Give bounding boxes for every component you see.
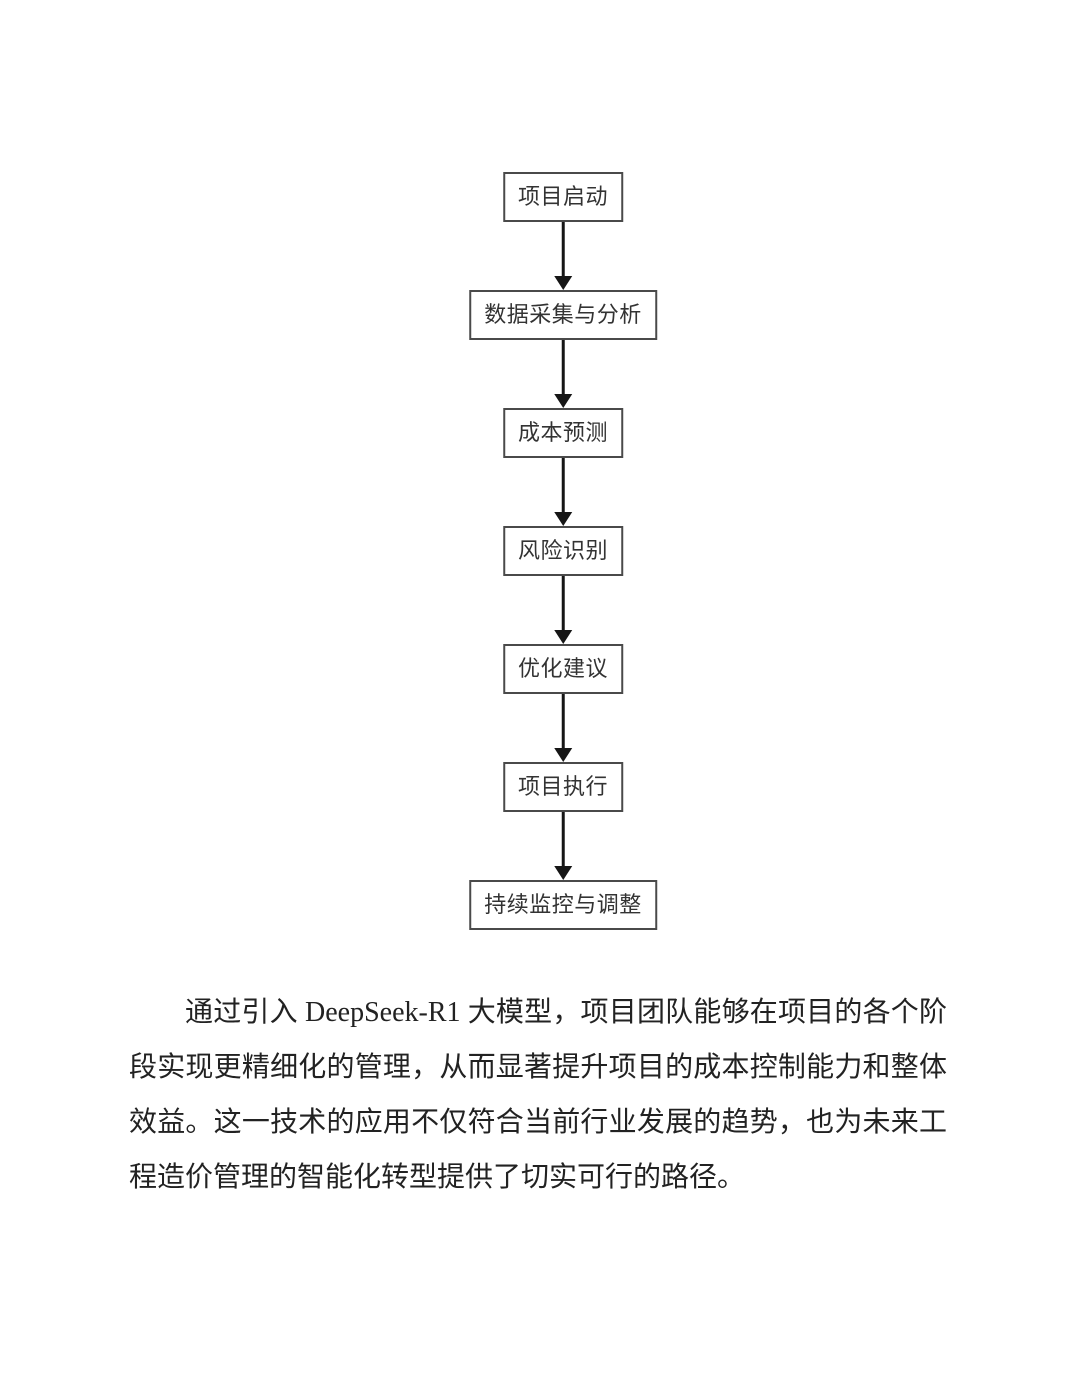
flow-step-label: 数据采集与分析 — [484, 302, 642, 327]
paragraph-line: 段实现更精细化的管理，从而显著提升项目的成本控制能力和整体 — [129, 1052, 947, 1083]
arrow-shaft — [561, 458, 565, 514]
flow-step-label: 持续监控与调整 — [484, 892, 642, 917]
paragraph-line: 程造价管理的智能化转型提供了切实可行的路径。 — [129, 1162, 746, 1193]
arrow-down-icon — [553, 222, 573, 290]
body-paragraph: 通过引入 DeepSeek-R1 大模型，项目团队能够在项目的各个阶 段实现更精… — [129, 985, 947, 1205]
arrow-head — [553, 630, 572, 644]
arrow-head — [553, 748, 572, 762]
arrow-head — [553, 276, 572, 290]
flow-step-data-collection-analysis: 数据采集与分析 — [469, 290, 657, 340]
flow-step-label: 项目启动 — [517, 184, 609, 209]
flow-step-continuous-monitoring-adjustment: 持续监控与调整 — [469, 880, 657, 930]
arrow-shaft — [561, 222, 565, 278]
flow-step-label: 成本预测 — [517, 420, 609, 445]
arrow-down-icon — [553, 458, 573, 526]
arrow-shaft — [561, 694, 565, 750]
arrow-head — [553, 866, 572, 880]
flow-step-label: 优化建议 — [517, 656, 609, 681]
paragraph-line: 效益。这一技术的应用不仅符合当前行业发展的趋势，也为未来工 — [129, 1107, 947, 1138]
flow-step-label: 风险识别 — [517, 538, 609, 563]
arrow-shaft — [561, 576, 565, 632]
flow-step-optimization-suggestions: 优化建议 — [502, 644, 624, 694]
flow-step-project-execution: 项目执行 — [502, 762, 624, 812]
flow-step-project-start: 项目启动 — [502, 172, 624, 222]
arrow-down-icon — [553, 812, 573, 880]
flow-step-risk-identification: 风险识别 — [502, 526, 624, 576]
arrow-down-icon — [553, 694, 573, 762]
paragraph-line: 通过引入 DeepSeek-R1 大模型，项目团队能够在项目的各个阶 — [185, 997, 947, 1028]
flow-step-cost-prediction: 成本预测 — [502, 408, 624, 458]
arrow-shaft — [561, 340, 565, 396]
arrow-down-icon — [553, 576, 573, 644]
arrow-down-icon — [553, 340, 573, 408]
arrow-head — [553, 512, 572, 526]
arrow-head — [553, 394, 572, 408]
flow-step-label: 项目执行 — [517, 774, 609, 799]
arrow-shaft — [561, 812, 565, 868]
process-flowchart: 项目启动 数据采集与分析 成本预测 风险识别 优化建议 — [469, 172, 657, 930]
